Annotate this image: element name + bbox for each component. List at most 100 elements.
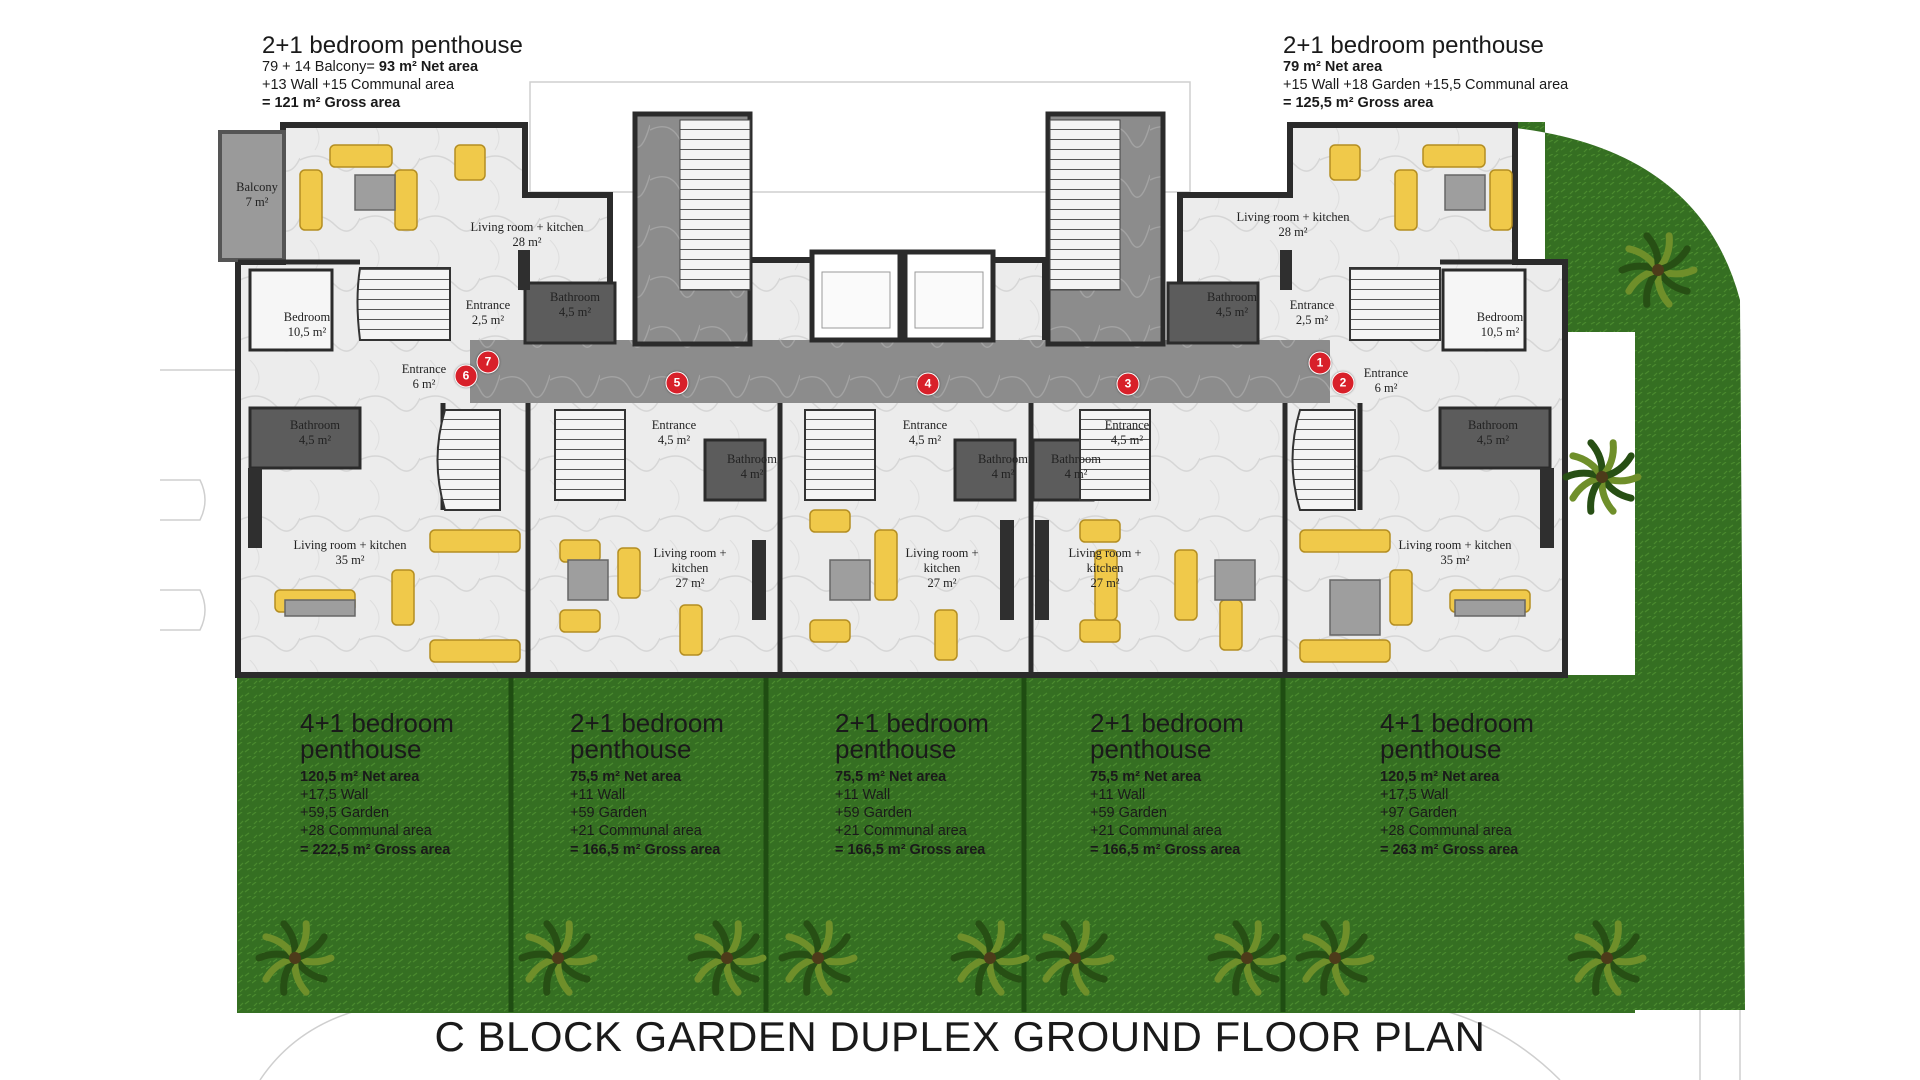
unit-title-2: penthouse	[1380, 734, 1502, 764]
room-label-line: 4,5 m²	[1215, 304, 1249, 319]
table-shape	[829, 559, 871, 601]
sofa-shape	[454, 144, 486, 181]
palm-tree	[518, 920, 598, 996]
room-label-line: Bathroom	[1468, 418, 1518, 432]
room-label-line: Bathroom	[550, 290, 600, 304]
room-label-line: kitchen	[923, 560, 961, 575]
room-label-line: Living room +	[653, 546, 727, 560]
room-label-line: 7 m²	[245, 194, 269, 209]
palm-tree	[1567, 920, 1647, 996]
palm-tree	[1207, 920, 1287, 996]
entrance-marker: 2	[1331, 371, 1355, 395]
sofa-shape	[429, 529, 521, 553]
unit-title-2: penthouse	[1090, 734, 1212, 764]
room-label-line: 28 m²	[1278, 224, 1308, 239]
sofa-shape	[1389, 569, 1413, 626]
palm-tree	[1618, 232, 1698, 308]
sofa-shape	[1489, 169, 1513, 231]
room-label-line: 35 m²	[335, 552, 365, 567]
room-label-line: Living room + kitchen	[1236, 210, 1350, 224]
palm-tree	[1562, 439, 1642, 515]
room-label-line: 4,5 m²	[298, 432, 332, 447]
room-label-line: Bedroom	[1476, 310, 1524, 324]
room-label-line: Bathroom	[1207, 290, 1257, 304]
room-label-line: Entrance	[401, 362, 447, 376]
unit-line: +15 Wall +18 Garden +15,5 Communal area	[1283, 77, 1569, 94]
room-label-line: Living room + kitchen	[293, 538, 407, 552]
unit-line: 75,5 m² Net area	[1090, 769, 1202, 785]
sofa-shape	[1219, 599, 1243, 651]
room-label-line: Entrance	[465, 298, 511, 312]
room-label-line: 2,5 m²	[1295, 312, 1329, 327]
unit-line: 120,5 m² Net area	[300, 769, 420, 785]
unit-line: = 166,5 m² Gross area	[1090, 841, 1241, 858]
unit-line: +59 Garden	[1090, 805, 1167, 822]
unit-title: 4+1 bedroom	[1380, 708, 1534, 738]
sofa-shape	[617, 547, 641, 599]
unit-title: 2+1 bedroom	[1090, 708, 1244, 738]
room-label-line: kitchen	[1086, 560, 1124, 575]
room-label-line: Living room +	[1068, 546, 1142, 560]
room-label-line: Bathroom	[978, 452, 1028, 466]
sofa-shape	[874, 529, 898, 601]
palm-tree	[1035, 920, 1115, 996]
unit-title: 2+1 bedroom	[570, 708, 724, 738]
sofa-shape	[559, 539, 601, 563]
room-label-line: 35 m²	[1440, 552, 1470, 567]
sofa-shape	[429, 639, 521, 663]
table-shape	[284, 599, 356, 617]
room-label-line: 4,5 m²	[657, 432, 691, 447]
room-label-line: Bathroom	[727, 452, 777, 466]
palm-tree	[778, 920, 858, 996]
unit-line: 79 m² Net area	[1283, 59, 1383, 75]
sofa-shape	[809, 509, 851, 533]
palm-tree	[950, 920, 1030, 996]
unit-line: = 121 m² Gross area	[262, 95, 401, 112]
unit-line: +11 Wall	[570, 787, 626, 804]
room-label-line: 4 m²	[991, 466, 1015, 481]
unit-line: +17,5 Wall	[1380, 787, 1449, 804]
sofa-shape	[679, 604, 703, 656]
room-label-line: 4,5 m²	[558, 304, 592, 319]
unit-line: = 166,5 m² Gross area	[570, 841, 721, 858]
room-label-line: 4,5 m²	[1110, 432, 1144, 447]
room-label-line: kitchen	[671, 560, 709, 575]
entrance-marker: 6	[454, 364, 478, 388]
sofa-shape	[329, 144, 393, 168]
room-label-line: 27 m²	[927, 575, 957, 590]
table-shape	[1214, 559, 1256, 601]
unit-line: 79 + 14 Balcony= 93 m² Net area	[262, 59, 479, 75]
unit-line: 75,5 m² Net area	[835, 769, 947, 785]
unit-line: +21 Communal area	[570, 823, 702, 840]
unit-line: +28 Communal area	[300, 823, 432, 840]
entrance-marker: 3	[1116, 372, 1140, 396]
unit-line: +11 Wall	[1090, 787, 1146, 804]
unit-info-top-left: 2+1 bedroom penthouse 79 + 14 Balcony= 9…	[262, 34, 523, 112]
sofa-shape	[1094, 549, 1118, 621]
room-label-line: 4 m²	[740, 466, 764, 481]
room-label-line: Living room + kitchen	[1398, 538, 1512, 552]
sofa-shape	[299, 169, 323, 231]
room-label-line: 4,5 m²	[1476, 432, 1510, 447]
unit-line: +97 Garden	[1380, 805, 1457, 822]
entrance-marker: 7	[476, 350, 500, 374]
table-shape	[1444, 174, 1486, 211]
room-label-line: Living room + kitchen	[470, 220, 584, 234]
unit-title: 2+1 bedroom penthouse	[1283, 32, 1544, 59]
